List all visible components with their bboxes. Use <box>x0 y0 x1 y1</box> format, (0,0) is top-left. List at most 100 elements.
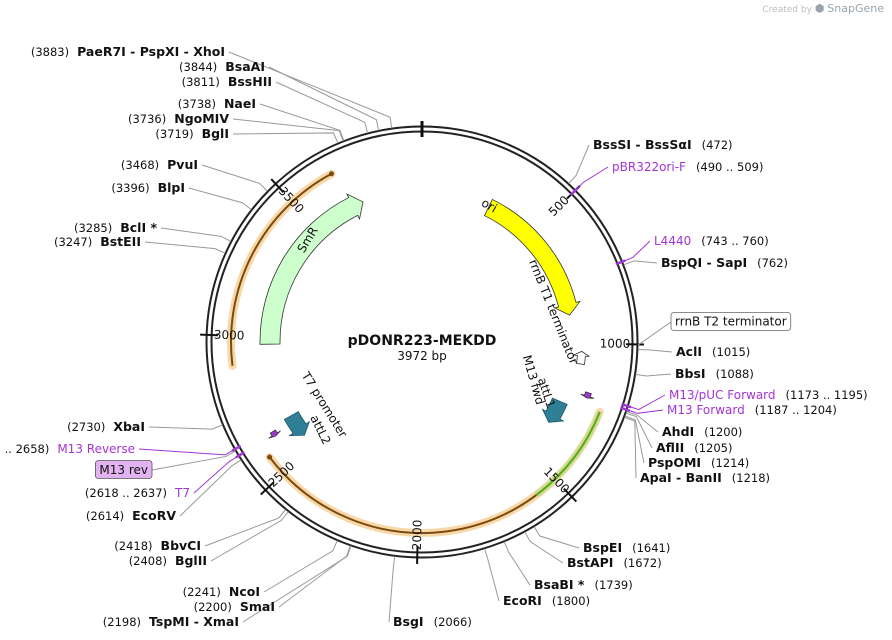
site-position: (2730) <box>67 420 105 434</box>
site-label-text: (2614)EcoRV <box>86 508 176 523</box>
site-position: (1187 .. 1204) <box>755 403 837 417</box>
site-label-enzyme: AflII (1205) <box>656 440 733 455</box>
site-position: (1088) <box>716 367 754 381</box>
site-position: (1205) <box>694 441 732 455</box>
site-position: (2642 .. 2658) <box>0 442 49 456</box>
site-label-enzyme: (2200)SmaI <box>194 599 275 614</box>
site-position: (2241) <box>183 585 221 599</box>
site-name: ApaI - BanII <box>640 470 722 485</box>
site-label-text: (3736)NgoMIV <box>128 111 229 126</box>
leader-line <box>232 132 339 144</box>
site-label-enzyme: PspOMI(1214) <box>648 455 749 470</box>
leader-line <box>637 321 672 346</box>
site-name: BlpI <box>158 180 185 195</box>
site-label-text: EcoRI (1800) <box>503 593 590 608</box>
leader-line <box>263 540 338 593</box>
leader-line <box>622 240 651 263</box>
leader-line <box>242 545 352 623</box>
site-label-text: (3247) BstEII <box>54 234 141 249</box>
site-label-text: (2408)BglII <box>129 553 207 568</box>
primer-site-mark <box>569 187 579 196</box>
site-position: (2614) <box>86 509 124 523</box>
site-position: (3811) <box>182 75 220 89</box>
site-name: SmaI <box>240 599 275 614</box>
leader-line <box>179 459 242 517</box>
site-name: BglII <box>175 553 207 568</box>
leader-line <box>503 541 531 586</box>
site-name: BclI * <box>120 220 157 235</box>
leader-line <box>259 103 345 141</box>
leader-line <box>568 144 590 184</box>
brand-name: SnapGene <box>827 2 884 15</box>
site-label-enzyme: ApaI - BanII (1218) <box>640 470 770 485</box>
leader-line <box>625 412 653 449</box>
site-label-enzyme: AhdI(1200) <box>662 424 742 439</box>
site-label-text: BspEI(1641) <box>583 540 670 555</box>
site-label-enzyme: M13 rev <box>95 460 153 479</box>
feature-ranges <box>227 169 604 537</box>
site-position: (1015) <box>712 345 750 359</box>
site-name: M13 rev <box>99 463 148 477</box>
site-label-enzyme: (3719)BglI <box>155 126 229 141</box>
site-label-enzyme: (2198) TspMI - XmaI <box>103 614 239 629</box>
site-name: EcoRI <box>503 593 542 608</box>
feature-arrow <box>571 350 590 365</box>
site-name: AflII <box>656 440 684 455</box>
feature-t7-promoter: T7 promoter <box>268 369 350 440</box>
site-name: NcoI <box>229 584 260 599</box>
site-label-text: M13 Forward(1187 .. 1204) <box>667 403 837 417</box>
site-position: (2198) <box>103 615 141 629</box>
site-position: (1800) <box>552 594 590 608</box>
site-label-enzyme: (3247) BstEII <box>54 234 141 249</box>
tick-mark <box>260 481 275 496</box>
site-position: (1200) <box>704 425 742 439</box>
map-center: pDONR223-MEKDD 3972 bp <box>348 333 497 363</box>
site-name: BsgI <box>393 614 424 629</box>
leader-line <box>144 241 226 254</box>
site-position: (1218) <box>732 471 770 485</box>
site-label-text: BbsI(1088) <box>675 366 754 381</box>
site-name: PspOMI <box>648 455 701 470</box>
site-position: (3285) <box>74 221 112 235</box>
site-label-enzyme: (2241) NcoI <box>183 584 260 599</box>
site-label-text: (2730)XbaI <box>67 419 145 434</box>
site-name: BstEII <box>100 234 141 249</box>
leader-line <box>148 424 223 430</box>
site-label-text: (3844)BsaAI <box>179 59 265 74</box>
green-range-line <box>535 411 601 496</box>
site-position: (2066) <box>434 615 472 629</box>
leader-line <box>151 450 236 471</box>
leader-line <box>637 349 673 353</box>
m13-rev-box <box>95 460 153 479</box>
site-name: TspMI - XmaI <box>149 614 239 629</box>
site-position: (2618 .. 2637) <box>85 486 167 500</box>
leader-line <box>624 415 645 464</box>
site-label-text: (2241) NcoI <box>183 584 260 599</box>
leader-line <box>628 394 666 411</box>
site-label-enzyme: AclI(1015) <box>676 344 750 359</box>
leader-line <box>635 373 672 377</box>
leader-line <box>193 455 239 494</box>
leader-line <box>232 118 344 142</box>
site-position: (3883) <box>31 45 69 59</box>
site-position: (3738) <box>178 97 216 111</box>
feature-arrow <box>259 193 364 345</box>
leader-line <box>623 260 658 266</box>
leader-line <box>626 410 659 433</box>
site-label-text: (3285) BclI * <box>74 220 157 235</box>
leader-line <box>275 81 369 134</box>
site-position: (1739) <box>594 578 632 592</box>
tick-label: 2000 <box>410 520 425 551</box>
site-label-primer: (2642 .. 2658)M13 Reverse <box>0 442 135 456</box>
label-leader-lines <box>138 51 673 623</box>
tick-label: 1000 <box>600 336 631 350</box>
site-label-text: (3738)NaeI <box>178 96 256 111</box>
leader-line <box>278 545 351 608</box>
feature-arrow <box>541 397 568 423</box>
site-name: BsaAI <box>225 59 265 74</box>
site-position: (3247) <box>54 235 92 249</box>
primer-site-mark <box>621 402 632 409</box>
tick-mark <box>270 178 285 193</box>
snapgene-brand: Created by ⬢ SnapGene <box>762 2 884 15</box>
site-label-text: (3396)BlpI <box>111 180 185 195</box>
